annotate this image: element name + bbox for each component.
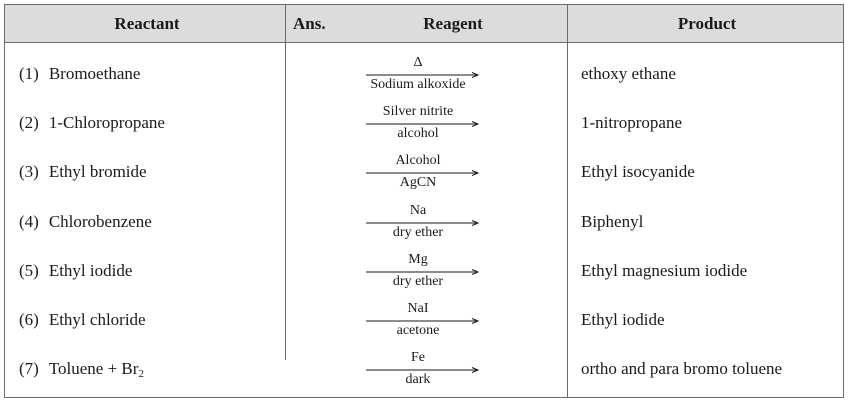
reagent-cell: Fe dark: [366, 344, 480, 393]
reaction-arrow-icon: [366, 72, 480, 78]
reagent-below: dark: [405, 372, 431, 388]
reagent-below: dry ether: [392, 224, 444, 240]
reagent-above: Δ: [413, 55, 423, 70]
reagent-above: Na: [409, 202, 427, 218]
header-reagent: Reagent: [423, 14, 483, 33]
reactant-name: Chlorobenzene: [48, 211, 152, 231]
reaction-arrow-icon: [366, 219, 480, 226]
reagent-cell: Mg dry ether: [366, 246, 480, 295]
reactant-name: Ethyl chloride: [48, 310, 146, 329]
reactant-subscript: 2: [138, 368, 144, 381]
reactant-cell: (3) Ethyl bromide: [19, 147, 147, 196]
reagent-above: NaI: [407, 301, 429, 316]
reaction-table: Reactant Ans. Reagent Product (1) Bromoet…: [4, 4, 844, 398]
table-row: (7) Toluene + Br2 Fe dark ortho and para bro…: [5, 344, 843, 393]
product-cell: Ethyl iodide: [581, 310, 665, 329]
reagent-below: AgCN: [399, 175, 437, 191]
reactant-cell: (4) Chlorobenzene: [19, 197, 152, 246]
reagent-above: Fe: [411, 350, 425, 366]
table-row: (5) Ethyl iodide Mg dry ether Ethyl magnesiu…: [5, 246, 843, 295]
row-number: (2): [19, 113, 39, 133]
reactant-name: Ethyl iodide: [48, 260, 133, 280]
product-cell: ortho and para bromo toluene: [581, 359, 783, 379]
reagent-cell: Δ Sodium alkoxide: [366, 49, 480, 98]
reaction-arrow-icon: [366, 170, 480, 177]
reagent-cell: Silver nitrite alcohol: [366, 98, 480, 147]
table-row: (2) 1-Chloropropane Silver nitrite alcohol 1…: [5, 98, 843, 147]
row-number: (6): [19, 310, 39, 329]
table-header: Reactant Ans. Reagent Product: [5, 5, 843, 43]
table-row: (4) Chlorobenzene Na dry ether Biphenyl: [5, 197, 843, 246]
reactant-cell: (2) 1-Chloropropane: [19, 98, 165, 147]
table-row: (6) Ethyl chloride NaI acetone Ethyl iodide: [5, 295, 843, 344]
reagent-cell: Na dry ether: [366, 197, 480, 246]
row-number: (7): [19, 359, 39, 379]
reactant-cell: (1) Bromoethane: [19, 49, 140, 98]
reagent-above: Mg: [408, 251, 428, 267]
reagent-below: acetone: [396, 323, 440, 338]
reagent-below: Sodium alkoxide: [370, 77, 466, 92]
column-divider: [567, 5, 568, 397]
reaction-arrow-icon: [366, 268, 480, 275]
product-cell: 1-nitropropane: [581, 113, 683, 133]
reactant-cell: (5) Ethyl iodide: [19, 246, 132, 295]
reagent-cell: NaI acetone: [366, 295, 480, 344]
product-cell: Ethyl magnesium iodide: [581, 260, 748, 280]
reactant-name: Toluene + Br: [48, 359, 139, 379]
reagent-below: alcohol: [397, 126, 439, 142]
reactant-name: Bromoethane: [48, 64, 141, 83]
reactant-cell: (6) Ethyl chloride: [19, 295, 146, 344]
reaction-arrow-icon: [366, 318, 480, 324]
row-number: (5): [19, 260, 39, 280]
reaction-arrow-icon: [366, 367, 480, 374]
reaction-arrow-icon: [366, 121, 480, 128]
reactant-name: Ethyl bromide: [48, 162, 147, 182]
reagent-above: Silver nitrite: [382, 104, 454, 120]
row-number: (3): [19, 162, 39, 182]
product-cell: ethoxy ethane: [581, 64, 676, 83]
row-number: (1): [19, 64, 39, 83]
header-reactant: Reactant: [114, 14, 180, 33]
column-divider: [285, 5, 286, 42]
header-ans: Ans.: [293, 14, 326, 33]
product-cell: Ethyl isocyanide: [581, 162, 695, 182]
row-number: (4): [19, 211, 39, 231]
reagent-below: dry ether: [392, 273, 444, 289]
reactant-name: 1-Chloropropane: [48, 113, 165, 133]
header-product: Product: [677, 14, 737, 33]
reagent-above: Alcohol: [395, 153, 441, 169]
reactant-cell: (7) Toluene + Br2: [19, 344, 144, 393]
column-divider: [285, 42, 286, 360]
table-row: (1) Bromoethane Δ Sodium alkoxide ethoxy eth…: [5, 49, 843, 98]
product-cell: Biphenyl: [581, 211, 644, 231]
